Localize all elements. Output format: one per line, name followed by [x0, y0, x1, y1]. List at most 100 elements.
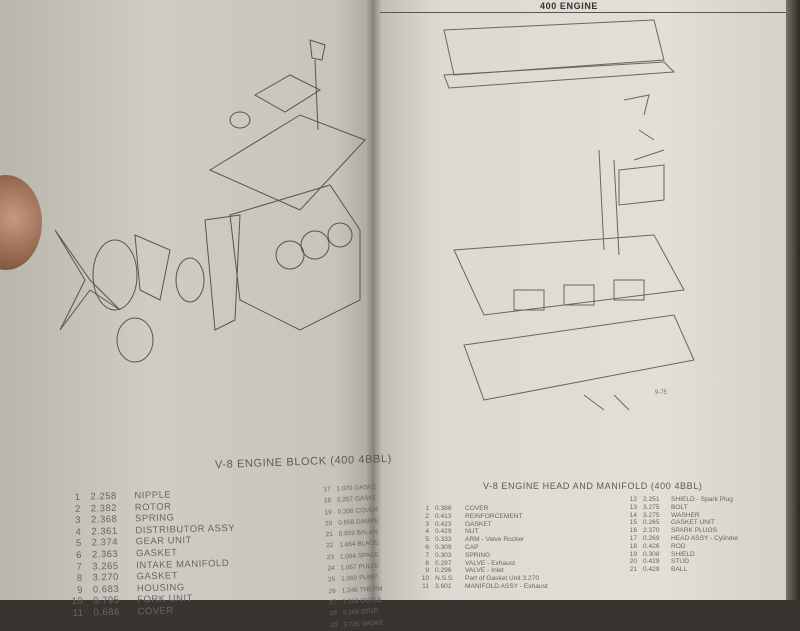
parts-list-row: 4 0.429 NUT	[415, 528, 548, 536]
part-number: 19	[629, 550, 637, 558]
part-name: NUT	[465, 528, 479, 536]
part-name: VALVE - Exhaust	[465, 559, 515, 567]
part-code: 0.426	[643, 542, 660, 550]
part-number: 9	[76, 584, 84, 596]
part-number: 11	[72, 607, 84, 620]
part-name: Part of Gasket Unit 3.270	[465, 575, 540, 583]
part-name: NIPPLE	[134, 489, 172, 502]
cover-gasket	[443, 61, 676, 89]
left-page	[0, 0, 374, 600]
part-name: CAP	[465, 543, 479, 551]
part-number: 3	[425, 520, 429, 528]
part-number: 22	[326, 542, 334, 550]
part-name: GASKET	[465, 520, 492, 528]
part-code: 3.601	[435, 582, 452, 590]
parts-list-row: 14 3.275 WASHER	[625, 512, 738, 520]
part-number: 18	[323, 497, 332, 505]
part-number: 24	[327, 564, 335, 573]
part-number: 13	[629, 503, 637, 511]
part-code: 2.251	[643, 496, 660, 503]
running-header: 400 ENGINE	[540, 1, 599, 11]
part-code: 0.269	[643, 534, 660, 542]
part-number: 18	[629, 542, 637, 550]
spark-plug-shields	[583, 394, 630, 411]
part-number: 21	[325, 531, 334, 539]
part-name: COVER	[465, 505, 489, 512]
part-name: GASKE	[361, 618, 384, 628]
part-code: N.S.S.	[435, 575, 455, 583]
fan	[54, 229, 121, 331]
part-code: 0.413	[435, 512, 452, 520]
part-code: 3.726	[343, 620, 360, 629]
part-code: 0.686	[93, 606, 120, 619]
part-number: 14	[629, 511, 637, 519]
cylinder-head	[453, 234, 685, 316]
part-name: VALVE - Inlet	[465, 567, 504, 575]
part-number: 16	[629, 527, 637, 535]
part-number: 8	[425, 559, 429, 567]
part-name: REINFORCEMENT	[465, 512, 523, 520]
part-name: STUD	[360, 607, 379, 616]
part-name: ARM - Valve Rocker	[465, 536, 525, 544]
intake-manifold	[208, 114, 366, 211]
part-code: 3.275	[643, 503, 660, 511]
part-code: 0.423	[435, 520, 452, 528]
page-number: 9-75	[655, 390, 668, 396]
part-number: 4	[75, 526, 82, 538]
part-code: 3.275	[643, 511, 660, 519]
header-rule	[380, 12, 786, 13]
part-name: OUTLE	[360, 596, 382, 605]
part-number: 12	[629, 496, 637, 503]
part-number: 6	[76, 549, 83, 561]
part-number: 17	[629, 534, 637, 542]
part-number: 7	[76, 561, 83, 573]
part-number: 11	[422, 582, 429, 590]
part-number: 10	[421, 575, 429, 583]
parts-list-row: 3 0.423 GASKET	[415, 521, 548, 529]
part-number: 29	[330, 621, 338, 629]
part-name: SPRING	[465, 551, 491, 559]
part-code: 0.386	[435, 505, 452, 512]
part-number: 20	[629, 558, 637, 566]
part-number: 28	[329, 610, 338, 618]
part-number: 3	[75, 515, 82, 527]
part-name: GASKET UNIT	[671, 519, 715, 527]
parts-list-row: 2 0.413 REINFORCEMENT	[415, 513, 548, 521]
part-code: 0.429	[435, 528, 452, 536]
part-number: 1	[74, 491, 81, 503]
part-number: 25	[327, 576, 336, 584]
part-code: 0.429	[643, 566, 660, 574]
part-code: 0.333	[435, 536, 452, 544]
part-number: 23	[326, 553, 335, 562]
valves	[598, 149, 620, 256]
part-code: 0.308	[643, 550, 660, 558]
part-code: 2.370	[643, 527, 660, 535]
engine-block	[229, 184, 361, 331]
valve-cover	[443, 19, 665, 76]
part-name: INTAKE MANIFOLD	[136, 557, 230, 571]
part-name: STUD	[671, 558, 689, 566]
part-number: 4	[425, 528, 429, 536]
part-number: 2	[74, 503, 81, 515]
damper	[116, 317, 154, 363]
part-number: 21	[629, 566, 637, 574]
part-name: BOLT	[671, 503, 688, 511]
carb-gasket	[253, 74, 322, 113]
part-name: WASHER	[671, 511, 700, 519]
part-number: 2	[425, 512, 429, 520]
part-number: 7	[425, 551, 429, 559]
engine-head-diagram	[443, 19, 695, 411]
part-number: 20	[324, 519, 333, 528]
